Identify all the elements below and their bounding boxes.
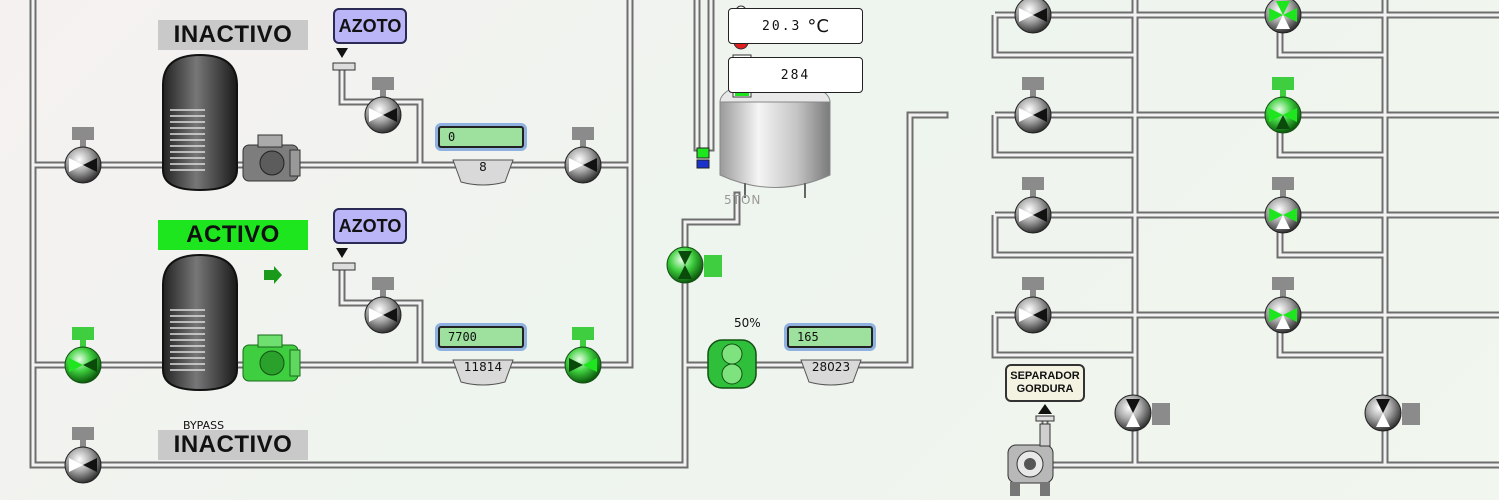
filter-vessel-1[interactable] xyxy=(162,53,238,192)
valve-line2-outlet xyxy=(564,327,602,384)
flowmeter-body-2 xyxy=(452,359,514,386)
level-indicator-green xyxy=(696,147,710,159)
right-piping xyxy=(991,0,1499,469)
flowmeter-body-1 xyxy=(452,159,514,186)
line2-status-badge: ACTIVO xyxy=(158,220,308,250)
tank-level-value: 284 xyxy=(780,67,811,83)
valve-r2-left xyxy=(1014,77,1052,134)
valves-active[interactable] xyxy=(64,77,1302,384)
flow-arrow-icon xyxy=(264,266,282,284)
line2-flow-total: 11814 xyxy=(463,360,503,374)
valve-tank-inlet xyxy=(666,246,722,284)
valve-r3-right xyxy=(1264,177,1302,234)
valve-line2-inlet xyxy=(64,327,102,384)
outlet-flow-rate: 165 xyxy=(787,326,873,348)
valve-line1-outlet xyxy=(564,127,602,184)
valve-line2-nitrogen xyxy=(364,277,402,334)
outlet-flow-total: 28023 xyxy=(811,360,851,374)
nitrogen-connector-1 xyxy=(332,48,356,71)
valve-bypass xyxy=(64,427,102,484)
line1-flow-rate: 0 xyxy=(438,126,524,148)
transfer-pump[interactable] xyxy=(707,339,757,389)
valve-r1-left xyxy=(1014,0,1052,34)
valve-r4-left xyxy=(1014,277,1052,334)
nitrogen-connector-2 xyxy=(332,248,356,271)
pump-1[interactable] xyxy=(242,134,301,182)
centrifuge-separator[interactable] xyxy=(1007,423,1054,496)
filter-vessel-2[interactable] xyxy=(162,253,238,392)
pump-speed-label: 50% xyxy=(734,316,761,330)
separator-line1: SEPARADOR xyxy=(1010,370,1080,382)
valve-r3-left xyxy=(1014,177,1052,234)
tank-temperature-value: 20.3 xyxy=(762,18,802,34)
valve-r2-right xyxy=(1264,77,1302,134)
valve-line1-inlet xyxy=(64,127,102,184)
bypass-label: BYPASS xyxy=(183,419,225,432)
flowmeter-body-3 xyxy=(800,359,862,386)
line1-status-badge: INACTIVO xyxy=(158,20,308,50)
line1-nitrogen-button[interactable]: AZOTO xyxy=(333,8,407,44)
separator-line2: GORDURA xyxy=(1016,383,1074,395)
line2-flow-rate: 7700 xyxy=(438,326,524,348)
valve-r4-right xyxy=(1264,277,1302,334)
valve-bottom-mid xyxy=(1114,394,1170,432)
separator-arrow-icon xyxy=(1035,404,1055,422)
line1-flow-total: 8 xyxy=(479,160,487,174)
fat-separator-button[interactable]: SEPARADOR GORDURA xyxy=(1005,364,1085,402)
level-indicator-blue xyxy=(696,159,710,169)
tank-capacity-label: 5TON xyxy=(724,193,762,207)
line2-nitrogen-button[interactable]: AZOTO xyxy=(333,208,407,244)
valve-line1-nitrogen xyxy=(364,77,402,134)
pump-2[interactable] xyxy=(242,334,301,382)
bypass-status-badge: INACTIVO xyxy=(158,430,308,460)
storage-tank[interactable] xyxy=(719,79,831,198)
valve-r1-right xyxy=(1264,0,1302,34)
tank-temperature-unit: °C xyxy=(807,15,829,37)
tank-level-readout: 284 xyxy=(728,57,863,93)
valves-inactive[interactable] xyxy=(64,0,1420,484)
tank-temperature-readout: 20.3 °C xyxy=(728,8,863,44)
valve-bottom-right xyxy=(1364,394,1420,432)
